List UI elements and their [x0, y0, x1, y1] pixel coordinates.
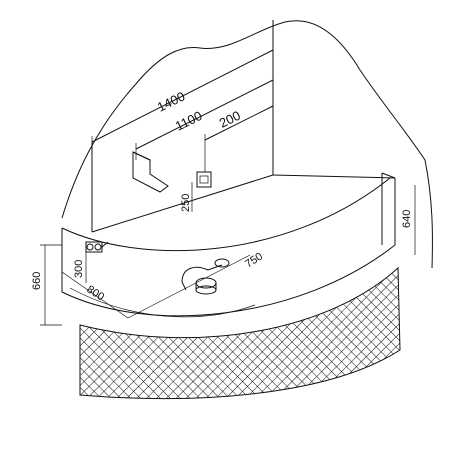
label-200: 200	[217, 108, 243, 131]
dim-1100-line	[135, 79, 274, 150]
tub-floor-curve	[69, 287, 256, 318]
mesh-skirt	[79, 266, 401, 400]
floor-back-edge	[91, 174, 274, 233]
dim-200-line	[204, 105, 274, 141]
tub-rim-curve	[61, 177, 391, 252]
label-640: 640	[401, 210, 413, 228]
label-1400: 1400	[155, 89, 188, 115]
dim-800-line	[61, 271, 129, 319]
faucet-spout	[132, 151, 169, 193]
label-300: 300	[73, 260, 85, 278]
label-1100: 1100	[173, 108, 205, 134]
dim-1400-line	[91, 49, 274, 143]
label-750: 750	[243, 250, 265, 270]
label-250: 250	[180, 194, 192, 212]
wall-valve-icon	[85, 241, 109, 253]
drain-siphon-icon	[181, 258, 230, 295]
dim-750-line	[127, 254, 251, 319]
label-660: 660	[31, 272, 43, 290]
floor-right-edge	[272, 174, 396, 179]
control-box	[196, 171, 212, 188]
wall-outline	[61, 20, 433, 269]
